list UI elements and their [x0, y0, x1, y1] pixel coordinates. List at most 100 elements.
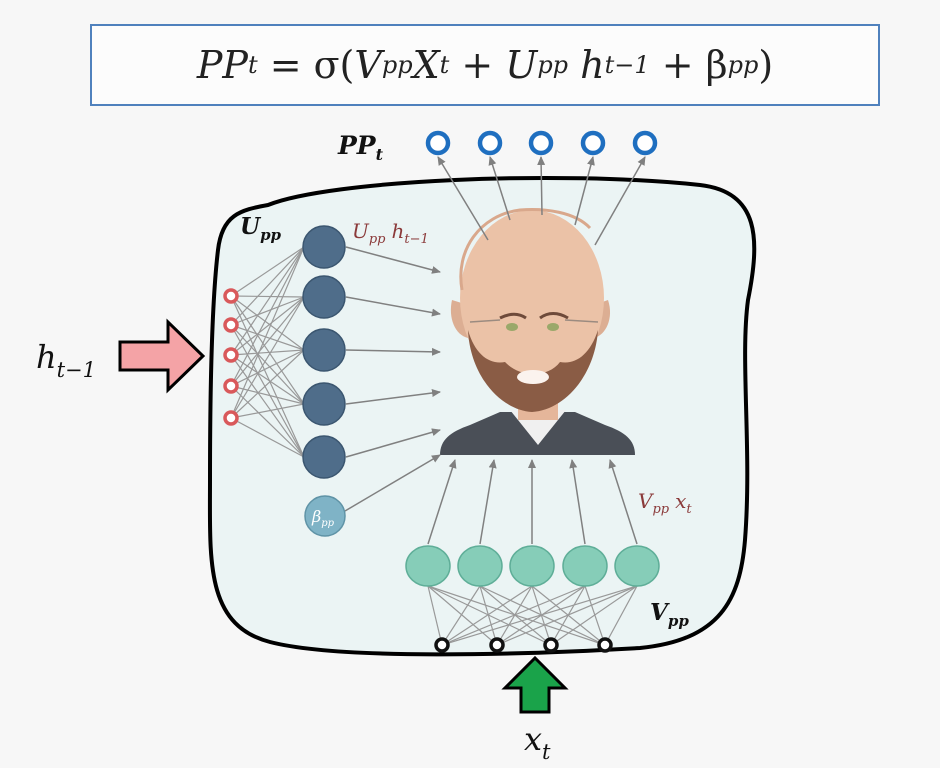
formula-plus-2: + — [649, 43, 706, 87]
v-weight-line — [427, 585, 498, 646]
h-input-node — [223, 317, 239, 333]
v-weight-line — [496, 585, 533, 646]
h-input-node — [223, 288, 239, 304]
v-hidden-node — [562, 545, 608, 587]
u-to-person-arrow — [345, 296, 441, 317]
u-weight-line — [230, 295, 305, 351]
v-weight-line — [441, 585, 586, 646]
formula-u: U — [505, 43, 538, 87]
x-input-node — [489, 637, 505, 653]
v-weight-line — [496, 585, 638, 646]
u-to-person-arrow — [345, 428, 441, 458]
u-to-person-arrow — [345, 389, 441, 405]
person-to-output-arrow — [594, 156, 646, 246]
output-node — [632, 130, 658, 156]
formula-h-sub: t−1 — [604, 51, 650, 79]
u-hidden-node — [302, 435, 346, 479]
u-weight-line — [230, 324, 305, 351]
v-hidden-node — [614, 545, 660, 587]
person-to-output-arrow — [437, 156, 489, 241]
h-input-arrow — [118, 318, 206, 394]
u-connections — [230, 246, 441, 512]
v-weight-line — [531, 585, 606, 646]
x-input-node — [597, 637, 613, 653]
h-input-node — [223, 347, 239, 363]
formula-v: V — [354, 43, 382, 87]
nodes: βpp — [223, 130, 660, 653]
u-weight-line — [230, 349, 305, 419]
h-input-node — [223, 378, 239, 394]
v-weight-line — [427, 585, 552, 646]
formula-close: ) — [758, 43, 774, 87]
v-weight-line — [441, 585, 638, 646]
v-weight-line — [441, 585, 533, 646]
u-weight-line — [230, 246, 305, 326]
u-matrix-label: Upp — [240, 213, 282, 244]
formula-x-sub: t — [439, 51, 450, 79]
u-weight-line — [230, 246, 305, 387]
u-weight-line — [230, 349, 305, 387]
u-weight-line — [230, 296, 305, 356]
u-weight-line — [230, 295, 305, 458]
x-input-label: xt — [524, 720, 551, 764]
v-hidden-node — [457, 545, 503, 587]
h-input-label: ht−1 — [36, 338, 96, 382]
output-connections — [437, 156, 646, 246]
u-hidden-node — [302, 382, 346, 426]
bias-node — [304, 495, 346, 537]
v-weight-line — [604, 585, 638, 646]
u-weight-line — [230, 246, 305, 297]
formula-eq: = σ( — [257, 43, 355, 87]
v-to-person-arrow — [608, 459, 638, 545]
u-weight-line — [230, 349, 305, 356]
u-weight-line — [230, 246, 305, 356]
formula-plus-1: + — [449, 43, 506, 87]
u-hidden-node — [302, 225, 346, 269]
u-weight-line — [230, 295, 305, 298]
u-weight-line — [230, 417, 305, 458]
h-input-node — [223, 410, 239, 426]
x-input-node — [434, 637, 450, 653]
output-node — [477, 130, 503, 156]
formula-v-sub: pp — [381, 51, 413, 79]
v-hidden-node — [405, 545, 451, 587]
v-to-person-arrow — [479, 459, 497, 545]
output-label: PPt — [337, 131, 384, 164]
u-to-person-arrow — [345, 246, 441, 274]
v-weight-line — [441, 585, 481, 646]
output-node — [580, 130, 606, 156]
u-weight-line — [230, 246, 305, 419]
v-connections — [427, 459, 638, 646]
person-to-output-arrow — [488, 156, 511, 221]
v-weight-line — [427, 585, 443, 646]
u-weight-line — [230, 295, 305, 405]
bias-label: βpp — [311, 507, 335, 529]
formula-u-sub: pp — [537, 51, 569, 79]
formula-h: h — [568, 43, 605, 87]
v-to-person-arrow — [569, 459, 586, 545]
formula-beta: β — [705, 43, 728, 87]
u-hidden-node — [302, 275, 346, 319]
person-to-output-arrow — [537, 156, 546, 216]
u-weight-line — [230, 324, 305, 458]
u-hidden-node — [302, 328, 346, 372]
formula-lhs-sub: t — [247, 51, 258, 79]
u-weight-line — [230, 324, 305, 405]
v-weight-line — [479, 585, 606, 646]
formula-x: X — [412, 43, 440, 87]
output-node — [528, 130, 554, 156]
u-to-person-arrow — [345, 347, 441, 356]
v-weight-line — [550, 585, 638, 646]
u-weight-line — [230, 296, 305, 387]
u-weight-line — [230, 403, 305, 419]
output-node — [425, 130, 451, 156]
v-weight-line — [584, 585, 606, 646]
v-matrix-label: Vpp — [650, 599, 689, 630]
formula-lhs: PP — [196, 43, 248, 87]
u-weight-line — [230, 296, 305, 419]
